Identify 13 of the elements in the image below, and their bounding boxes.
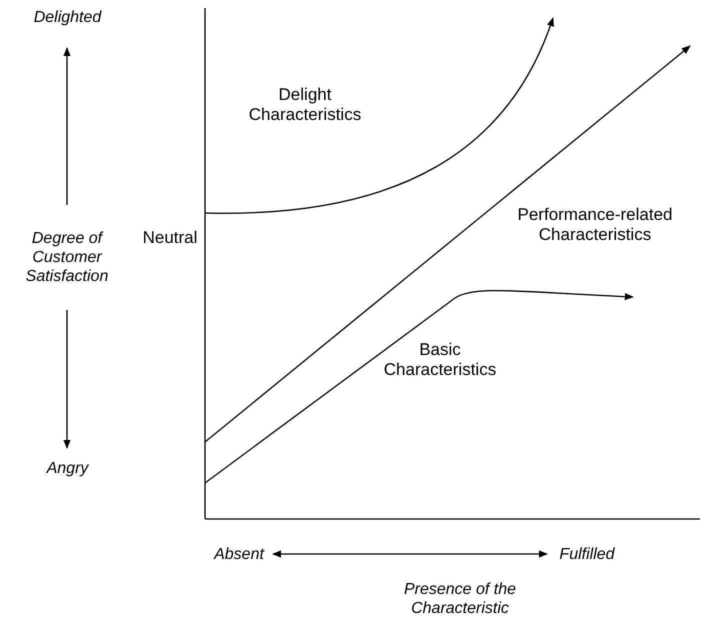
- axis-end-label: Degree of Customer Satisfaction: [24, 229, 110, 286]
- curve-label: Basic Characteristics: [382, 340, 498, 380]
- axis-end-label: Delighted: [34, 8, 102, 27]
- axis-title: Presence of the Characteristic: [402, 580, 518, 618]
- arrow: [63, 47, 71, 205]
- axis-end-label: Absent: [214, 544, 264, 564]
- arrow: [63, 310, 71, 449]
- curve-label: Performance-related Characteristics: [516, 205, 674, 245]
- curve-label: Neutral: [142, 228, 198, 248]
- axis-end-label: Angry: [46, 459, 88, 478]
- axis-end-label: Fulfilled: [559, 544, 615, 564]
- arrow: [272, 550, 548, 558]
- curve-label: Delight Characteristics: [248, 85, 362, 125]
